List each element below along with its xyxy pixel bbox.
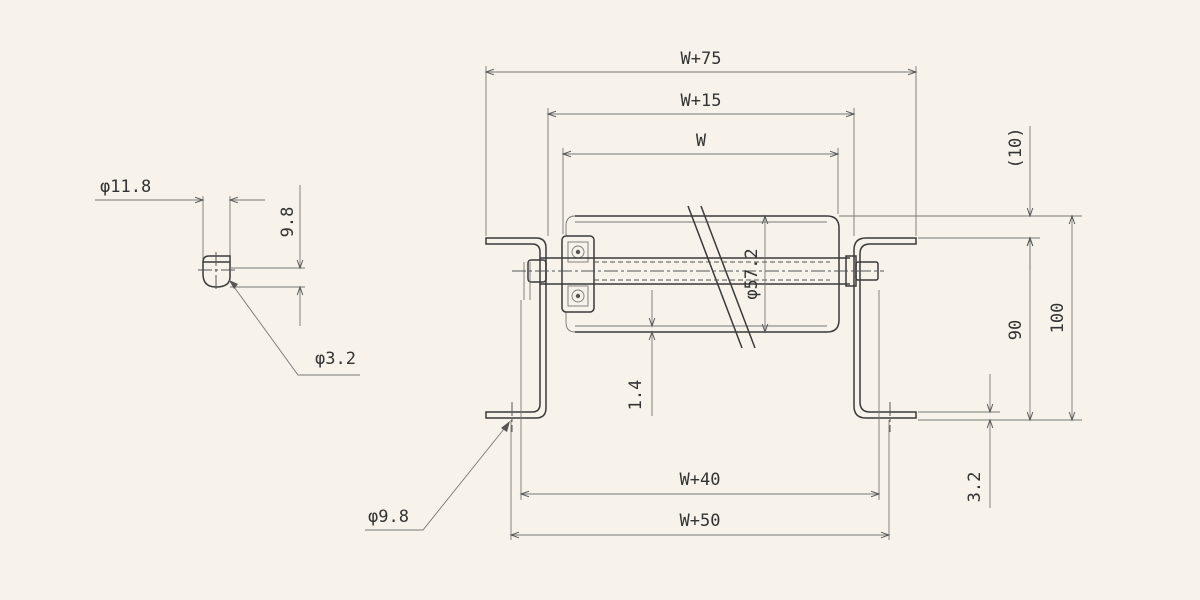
roller-dimensions [648,214,769,416]
dim-offset: (10) [1006,128,1026,169]
dim-roller-diameter: φ57.2 [742,248,762,299]
dim-w50: W+50 [680,511,721,531]
dim-w15: W+15 [681,91,722,111]
hole-leader [365,421,510,531]
dim-w40: W+40 [680,470,721,490]
height-dimensions [839,126,1082,508]
left-bracket [485,237,547,419]
dim-height-90: 90 [1006,320,1026,340]
frame-hole-diameter-label: φ9.8 [368,507,409,527]
dim-w: W [696,131,707,151]
dim-height-100: 100 [1048,303,1068,334]
right-bracket [853,237,917,419]
roller-assembly [485,205,917,432]
shaft-height-label: 9.8 [278,207,298,238]
dim-tube-thickness: 1.4 [626,380,646,411]
hole-diameter-label: φ3.2 [315,349,356,369]
dim-w75: W+75 [681,49,722,69]
dim-plate-thickness: 3.2 [965,472,985,503]
shaft-diameter-label: φ11.8 [100,177,151,197]
horizontal-dimensions [484,66,918,540]
shaft-end-detail [95,185,360,376]
